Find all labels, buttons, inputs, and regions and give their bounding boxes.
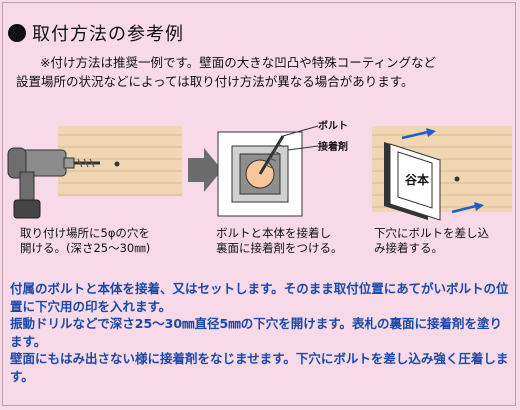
step3-figure: 谷本 bbox=[372, 126, 512, 221]
arrow-right-icon bbox=[188, 148, 222, 192]
caption-step3-line1: 下穴にボルトを差し込 bbox=[374, 226, 489, 240]
step2-figure: ボルト 接着剤 bbox=[217, 119, 348, 217]
step1-figure bbox=[7, 126, 182, 219]
caption-step2-line1: ボルトと本体を接着し bbox=[216, 226, 331, 240]
caption-step3-line2: み接着する。 bbox=[374, 241, 443, 255]
drill-icon bbox=[7, 147, 100, 219]
installation-illustration: ボルト 接着剤 谷本 bbox=[7, 119, 512, 221]
caption-step2-line2: 裏面に接着剤をつける。 bbox=[216, 241, 343, 255]
step-text-3: 壁面にもはみ出さない様に接着剤をなじませます。下穴にボルトを差し込み強く圧着しま… bbox=[10, 351, 509, 384]
note-line-1: ※付け方法は推奨一例です。壁面の大きな凹凸や特殊コーティングなど bbox=[40, 55, 436, 70]
note-line-2: 設置場所の状況などによっては取り付け方法が異なる場合があります。 bbox=[16, 74, 414, 89]
caption-step2: ボルトと本体を接着し 裏面に接着剤をつける。 bbox=[216, 226, 343, 256]
caption-step1-line1: 取り付け場所に5φの穴を bbox=[20, 226, 150, 240]
note-text: ※付け方法は推奨一例です。壁面の大きな凹凸や特殊コーティングなど 設置場所の状況… bbox=[16, 53, 506, 91]
step-text-2: 振動ドリルなどで深さ25～30㎜直径5㎜の下穴を開けます。表札の裏面に接着剤を塗… bbox=[10, 316, 502, 349]
bolt-label: ボルト bbox=[318, 119, 348, 132]
nameplate-icon bbox=[389, 143, 441, 221]
plate-text: 谷本 bbox=[405, 172, 429, 187]
heading-row: 取付方法の参考例 bbox=[8, 22, 184, 45]
wall-panel bbox=[58, 126, 182, 196]
caption-step1: 取り付け場所に5φの穴を 開ける。(深さ25～30㎜) bbox=[20, 226, 150, 256]
caption-step1-line2: 開ける。(深さ25～30㎜) bbox=[20, 241, 151, 255]
caption-step3: 下穴にボルトを差し込 み接着する。 bbox=[374, 226, 489, 256]
adhesive-label: 接着剤 bbox=[318, 140, 348, 153]
instruction-steps: 付属のボルトと本体を接着、又はセットします。そのまま取付位置にあてがいボルトの位… bbox=[10, 280, 510, 385]
pilot-hole bbox=[114, 161, 120, 167]
bolt-icon bbox=[258, 135, 285, 175]
page-frame bbox=[2, 2, 516, 406]
bullet-icon bbox=[8, 24, 26, 42]
step-text-1: 付属のボルトと本体を接着、又はセットします。そのまま取付位置にあてがいボルトの位… bbox=[10, 281, 509, 314]
page-title: 取付方法の参考例 bbox=[32, 24, 184, 45]
